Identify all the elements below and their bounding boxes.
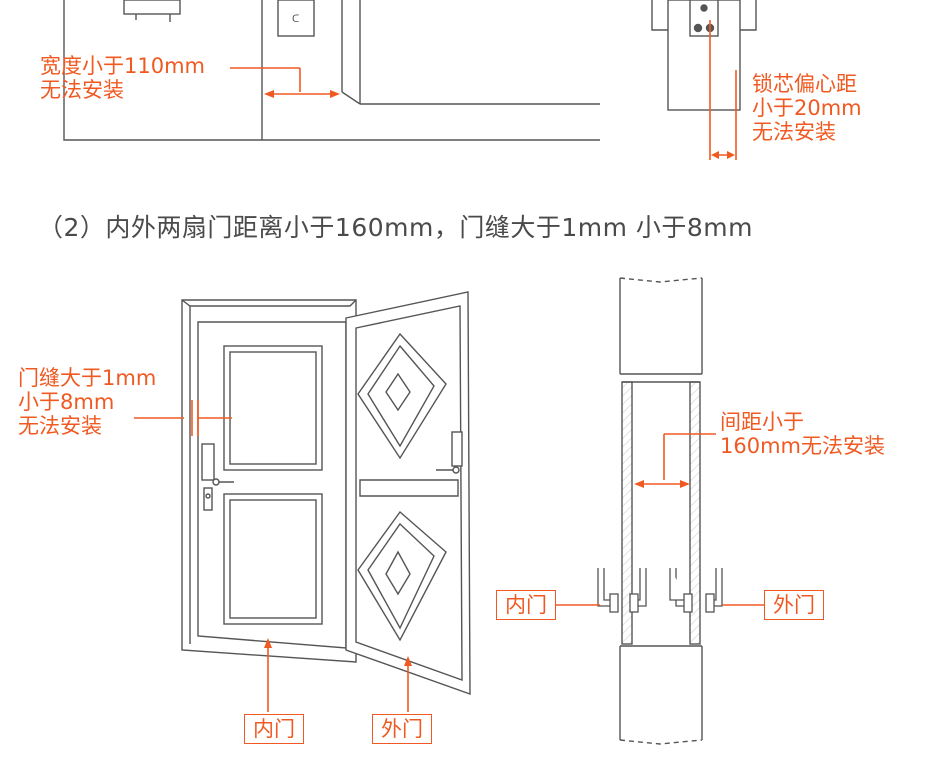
lock-offset-figure bbox=[651, 0, 757, 111]
gap-warning-label: 门缝大于1mm 小于8mm 无法安装 bbox=[18, 366, 156, 438]
section-outer-door-label: 外门 bbox=[764, 590, 824, 620]
frame-width-dimension bbox=[230, 67, 340, 98]
gap-warning-line2: 小于8mm bbox=[18, 390, 115, 414]
distance-warning-label: 间距小于 160mm无法安装 bbox=[720, 410, 885, 458]
wall-section-drawing bbox=[619, 277, 703, 745]
outer-door-label: 外门 bbox=[372, 714, 432, 744]
offset-warning-line3: 无法安装 bbox=[752, 120, 836, 144]
offset-warning-line1: 锁芯偏心距 bbox=[752, 72, 857, 96]
inner-door-label: 内门 bbox=[244, 714, 304, 744]
frame-width-figure: ᑕ bbox=[63, 0, 600, 141]
width-warning-line1: 宽度小于110mm bbox=[40, 54, 205, 78]
section-inner-door-label: 内门 bbox=[496, 590, 556, 620]
offset-warning-label: 锁芯偏心距 小于20mm 无法安装 bbox=[752, 72, 862, 144]
width-warning-line2: 无法安装 bbox=[40, 78, 124, 102]
gap-warning-line1: 门缝大于1mm bbox=[18, 366, 157, 390]
offset-warning-line2: 小于20mm bbox=[752, 96, 862, 120]
inner-door-drawing bbox=[181, 299, 357, 663]
handles-drawing bbox=[597, 568, 723, 613]
door-distance-dimension bbox=[556, 433, 766, 606]
section-heading: （2）内外两扇门距离小于160mm，门缝大于1mm 小于8mm bbox=[38, 213, 754, 242]
width-warning-label: 宽度小于110mm 无法安装 bbox=[40, 54, 205, 102]
gap-warning-line3: 无法安装 bbox=[18, 414, 102, 438]
lock-offset-dimension bbox=[709, 20, 737, 160]
svg-text:ᑕ: ᑕ bbox=[292, 14, 299, 25]
outer-door-drawing bbox=[345, 291, 471, 695]
distance-warning-line1: 间距小于 bbox=[720, 410, 804, 434]
door-gap-dimension bbox=[134, 400, 412, 712]
distance-warning-line2: 160mm无法安装 bbox=[720, 434, 885, 458]
